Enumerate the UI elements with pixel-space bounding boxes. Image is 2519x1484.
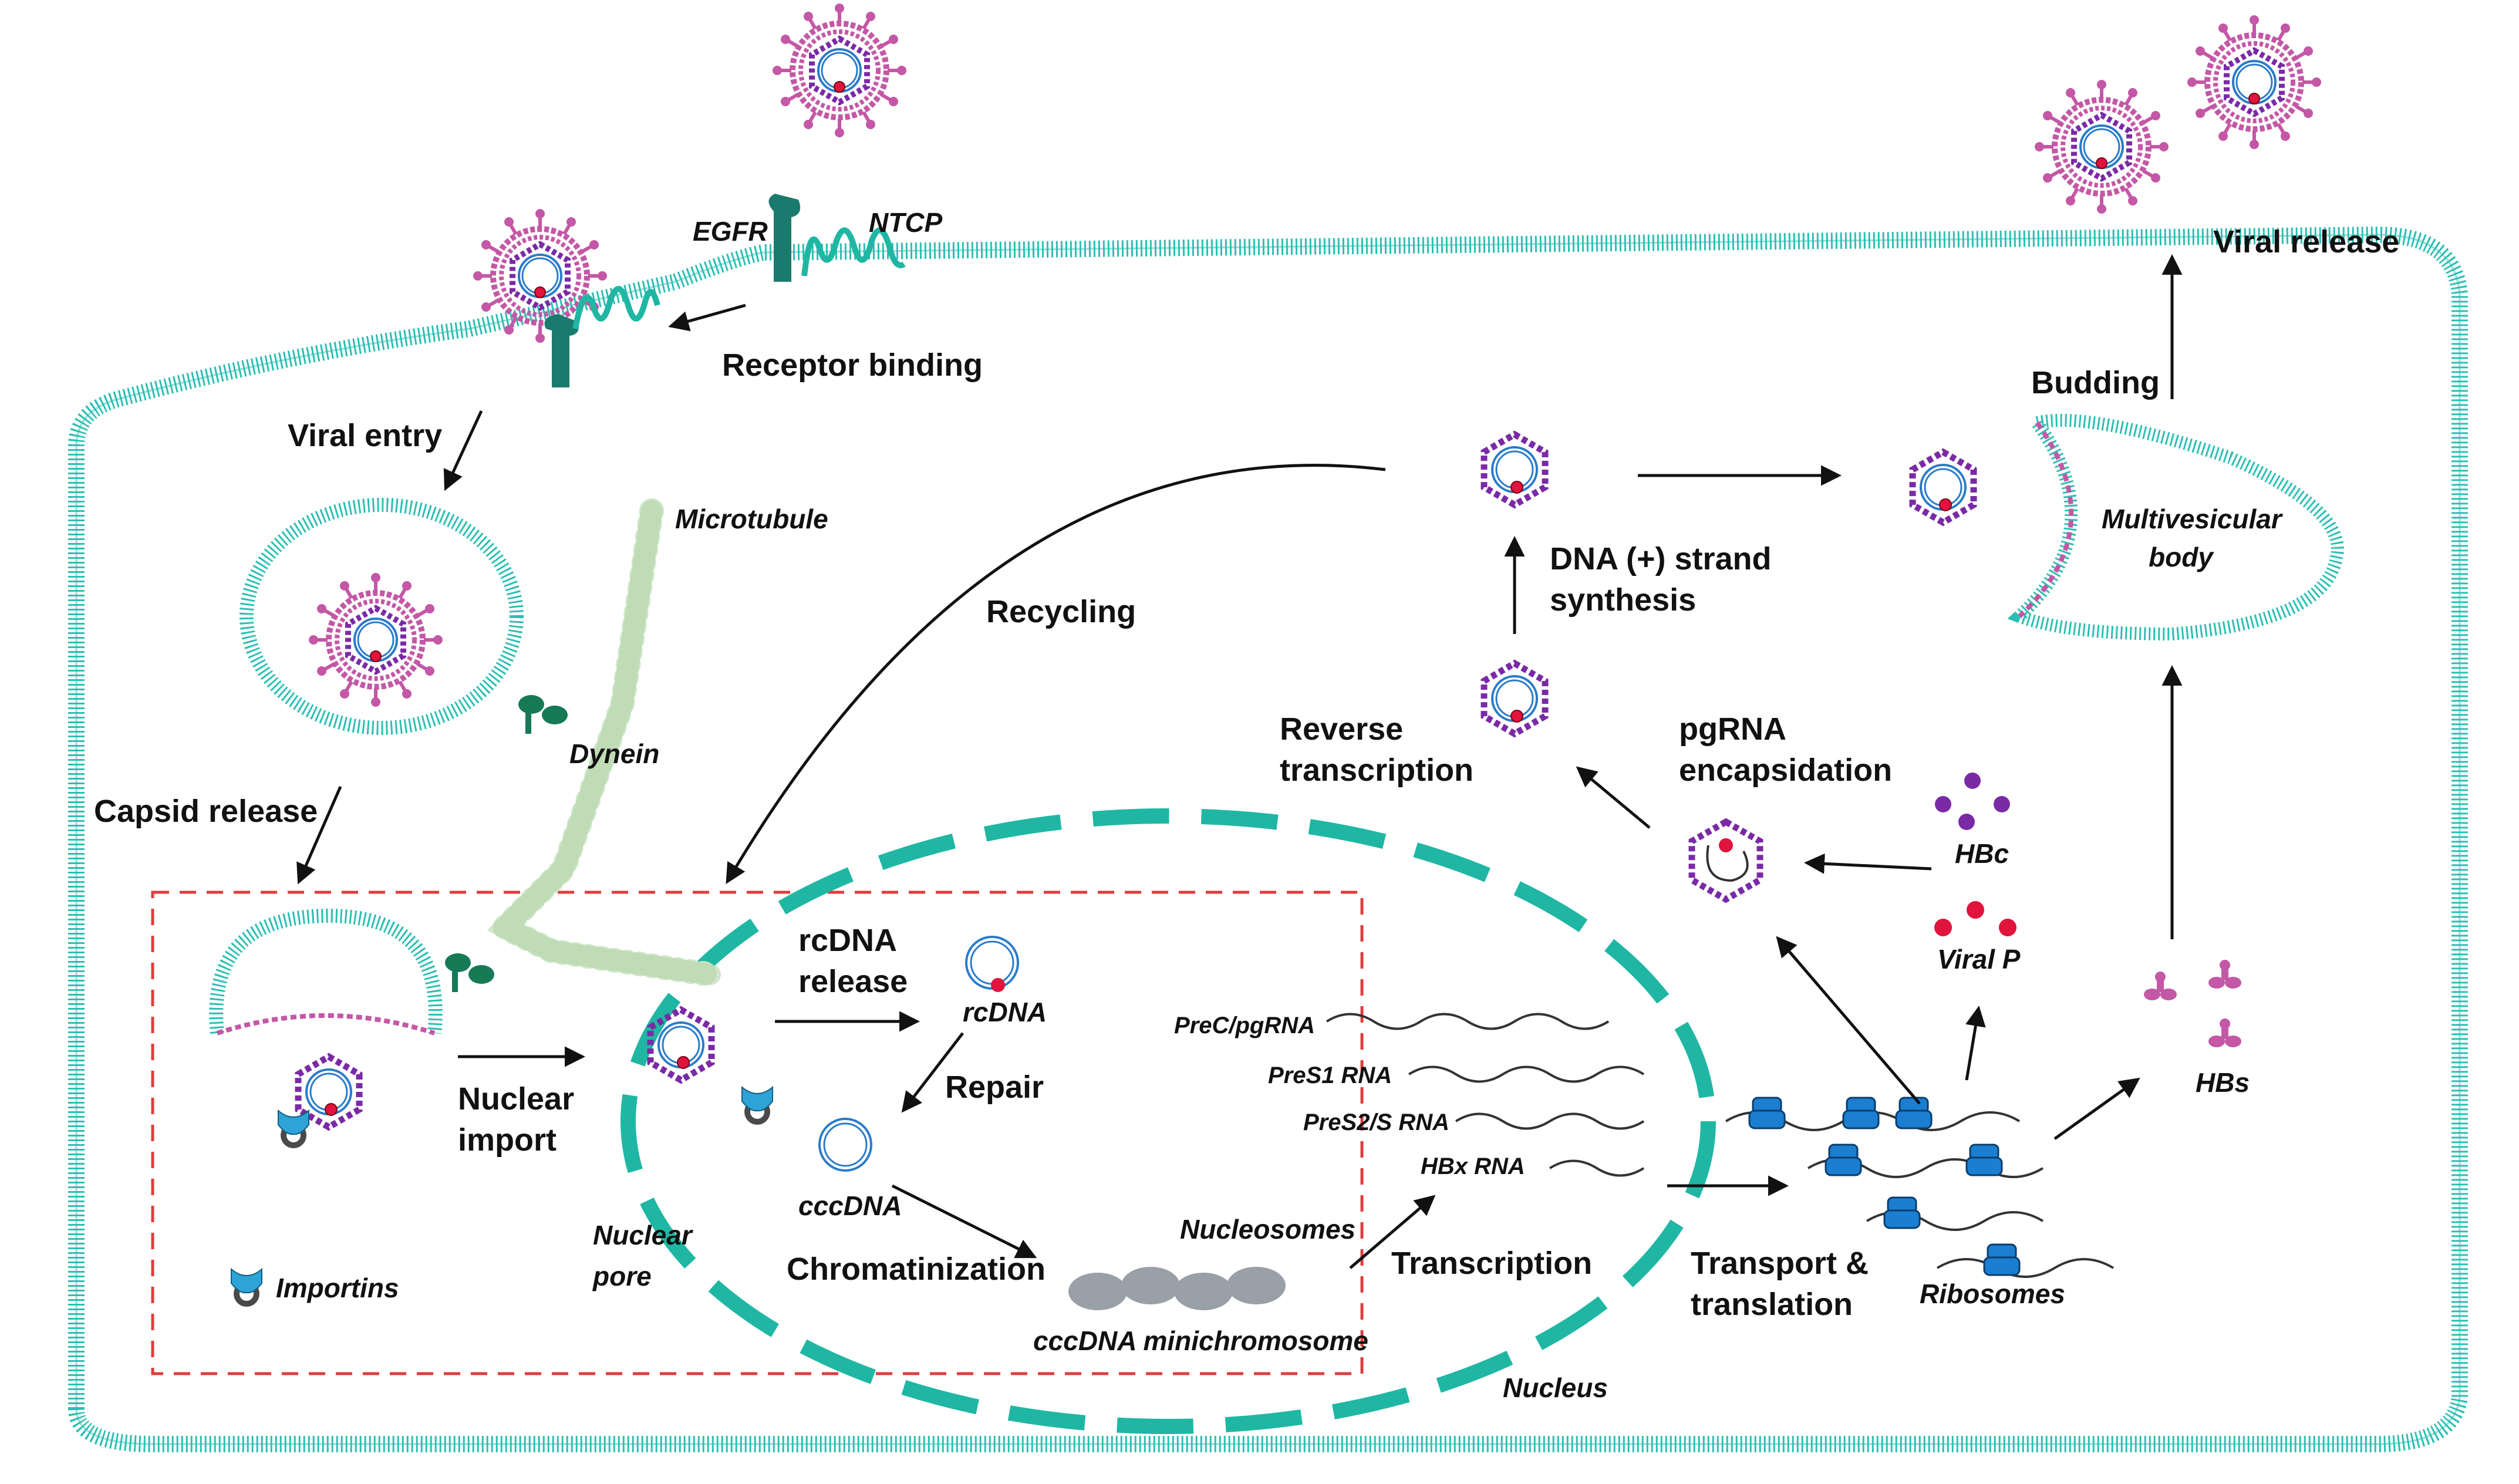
capsid-reverse-transcription [1484, 663, 1545, 734]
virion-released-1 [2035, 80, 2169, 214]
label-hbc: HBc [1955, 838, 2009, 869]
label-dynein: Dynein [569, 738, 659, 769]
rna-label-1: PreC/pgRNA [1174, 1013, 1315, 1038]
rna-label-4: HBx RNA [1421, 1154, 1525, 1179]
dynein-motor-1 [518, 695, 568, 734]
label-reverse-transcription-1: Reverse [1280, 711, 1403, 747]
hbc-proteins [1935, 773, 2010, 830]
label-nuclear-import-2: import [458, 1122, 557, 1158]
rna-label-2: PreS1 RNA [1268, 1063, 1392, 1088]
capsid-dna-synthesis [1484, 434, 1545, 505]
rna-label-3: PreS2/S RNA [1303, 1109, 1449, 1135]
label-budding: Budding [2031, 365, 2160, 400]
ntcp-receptor-bound [572, 286, 660, 329]
arrows [296, 254, 2183, 1269]
importin-legend [231, 1269, 262, 1307]
ntcp-receptor [801, 227, 906, 276]
label-capsid-release: Capsid release [94, 794, 318, 829]
label-nuclear-pore-2: pore [592, 1261, 652, 1291]
label-ribosomes: Ribosomes [1920, 1279, 2065, 1309]
label-viral-entry: Viral entry [288, 418, 442, 453]
multivesicular-body [2007, 414, 2344, 641]
label-reverse-transcription-2: transcription [1280, 753, 1473, 788]
rcdna-molecule [965, 936, 1019, 992]
label-rcdna-release-1: rcDNA [798, 923, 897, 958]
cccdna-minichromosome-shape [1068, 1267, 1286, 1310]
cccdna-molecule [818, 1118, 872, 1172]
label-microtubule: Microtubule [675, 504, 828, 534]
capsid-release-membrane [209, 908, 443, 1034]
capsid-nuclear-pore [650, 1010, 711, 1080]
label-nucleosomes: Nucleosomes [1180, 1214, 1355, 1244]
rna-strands [1326, 1013, 1645, 1177]
viral-p-proteins [1934, 901, 2016, 936]
virion-free [773, 4, 906, 137]
label-dna-plus-2: synthesis [1550, 582, 1696, 618]
virion-released-2 [2187, 15, 2321, 149]
label-mvb-2: body [2149, 542, 2214, 572]
label-ntcp: NTCP [869, 207, 943, 238]
hbs-proteins [2144, 960, 2241, 1047]
label-nuclear-import-1: Nuclear [458, 1081, 574, 1117]
virion-endosome [309, 573, 443, 707]
label-transport-2: translation [1691, 1287, 1853, 1322]
label-pgrna-2: encapsidation [1679, 753, 1892, 788]
label-transport-1: Transport & [1691, 1246, 1869, 1281]
dynein-motor-2 [445, 953, 494, 992]
label-nucleus: Nucleus [1503, 1372, 1608, 1403]
label-receptor-binding: Receptor binding [722, 348, 983, 383]
nucleus-envelope [621, 808, 1716, 1434]
label-mvb-1: Multivesicular [2102, 504, 2283, 534]
label-recycling: Recycling [986, 594, 1136, 629]
label-dna-plus-1: DNA (+) strand [1550, 541, 1772, 576]
label-egfr: EGFR [693, 216, 768, 247]
label-chromatinization: Chromatinization [787, 1252, 1046, 1287]
label-minichromosome: cccDNA minichromosome [1033, 1326, 1368, 1356]
label-viral-release: Viral release [2213, 224, 2399, 259]
capsid-mvb [1913, 452, 1974, 522]
egfr-receptor [544, 194, 801, 387]
endosome [240, 498, 524, 735]
ribosome-cluster [1725, 1097, 2115, 1278]
label-transcription: Transcription [1391, 1246, 1592, 1281]
importin-capsid [278, 1110, 309, 1149]
label-hbs: HBs [2196, 1067, 2250, 1098]
pgrna-capsid [1688, 818, 1763, 903]
label-cccdna: cccDNA [798, 1190, 902, 1221]
label-nuclear-pore-1: Nuclear [593, 1220, 693, 1250]
nuclear-region-box [151, 891, 1364, 1375]
label-viral-p: Viral P [1937, 944, 2021, 974]
label-importins: Importins [276, 1273, 399, 1303]
label-repair: Repair [945, 1070, 1044, 1105]
label-pgrna-1: pgRNA [1679, 711, 1786, 747]
label-rcdna: rcDNA [963, 997, 1047, 1027]
label-rcdna-release-2: release [798, 964, 908, 999]
importin-pore [741, 1087, 773, 1125]
